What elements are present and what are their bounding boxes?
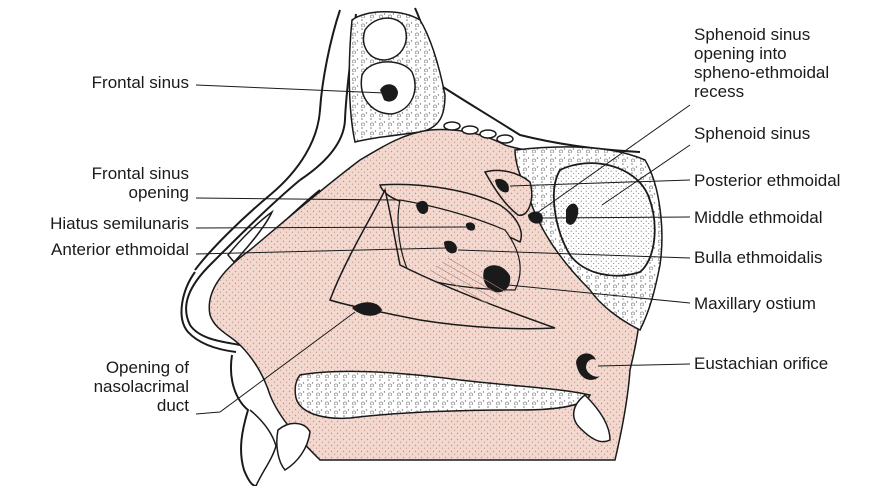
label-sphenoid-opening-line3: spheno-ethmoidal <box>694 63 829 82</box>
label-nasolacrimal-line2: nasolacrimal <box>94 377 189 396</box>
label-eustachian-orifice-text: Eustachian orifice <box>694 354 828 373</box>
label-middle-ethmoidal: Middle ethmoidal <box>694 208 823 227</box>
label-hiatus-semilunaris-text: Hiatus semilunaris <box>50 214 189 233</box>
label-anterior-ethmoidal-text: Anterior ethmoidal <box>51 240 189 259</box>
label-frontal-sinus-opening-line2: opening <box>92 183 189 202</box>
label-frontal-sinus: Frontal sinus <box>92 73 189 92</box>
label-anterior-ethmoidal: Anterior ethmoidal <box>51 240 189 259</box>
frontal-sinus-upper <box>364 18 407 60</box>
label-posterior-ethmoidal-text: Posterior ethmoidal <box>694 171 840 190</box>
label-sphenoid-sinus-text: Sphenoid sinus <box>694 124 810 143</box>
label-hiatus-semilunaris: Hiatus semilunaris <box>50 214 189 233</box>
incisor-tooth <box>277 423 310 470</box>
label-frontal-sinus-text: Frontal sinus <box>92 73 189 92</box>
label-maxillary-ostium: Maxillary ostium <box>694 294 816 313</box>
label-sphenoid-sinus-opening: Sphenoid sinus opening into spheno-ethmo… <box>694 25 829 101</box>
label-sphenoid-opening-line4: recess <box>694 82 829 101</box>
label-frontal-sinus-opening: Frontal sinus opening <box>92 164 189 202</box>
label-sphenoid-opening-line2: opening into <box>694 44 829 63</box>
label-nasolacrimal-line1: Opening of <box>94 358 189 377</box>
label-middle-ethmoidal-text: Middle ethmoidal <box>694 208 823 227</box>
label-bulla-ethmoidalis-text: Bulla ethmoidalis <box>694 248 823 267</box>
label-sphenoid-opening-line1: Sphenoid sinus <box>694 25 829 44</box>
label-eustachian-orifice: Eustachian orifice <box>694 354 828 373</box>
label-nasolacrimal-opening: Opening of nasolacrimal duct <box>94 358 189 415</box>
label-bulla-ethmoidalis: Bulla ethmoidalis <box>694 248 823 267</box>
label-frontal-sinus-opening-line1: Frontal sinus <box>92 164 189 183</box>
label-maxillary-ostium-text: Maxillary ostium <box>694 294 816 313</box>
label-posterior-ethmoidal: Posterior ethmoidal <box>694 171 840 190</box>
label-nasolacrimal-line3: duct <box>94 396 189 415</box>
label-sphenoid-sinus: Sphenoid sinus <box>694 124 810 143</box>
lip-outline <box>250 410 276 486</box>
